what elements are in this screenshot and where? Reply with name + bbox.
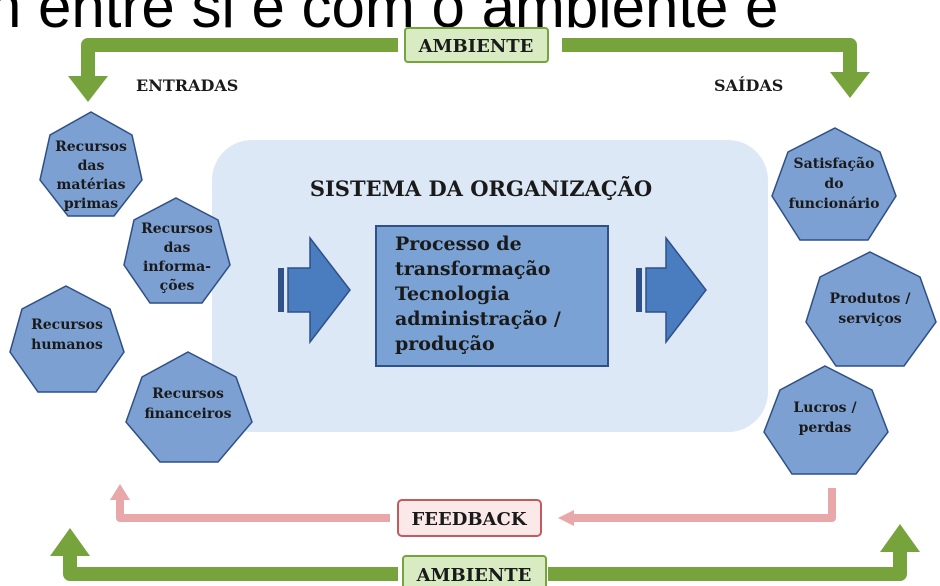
process-line: Tecnologia [395,283,510,305]
top-caption: n entre si e com o ambiente e [0,0,778,40]
input-heptagon-raw-materials: Recursos das matérias primas [39,111,143,217]
process-box [375,225,609,367]
input-label: Recursos [55,139,127,155]
process-text: Processo de transformação Tecnologia adm… [395,233,561,355]
input-label: Recursos [141,221,213,237]
output-label: perdas [799,420,852,436]
output-label: serviços [838,311,901,327]
process-line: administração / [395,308,561,330]
ambient-bottom-arrow [50,524,920,581]
process-line: transformação [395,258,550,280]
feedback-box [397,499,542,537]
feedback-label: FEEDBACK [412,509,528,530]
input-label: das [164,240,191,256]
input-label: humanos [31,337,103,353]
output-label: Lucros / [793,400,857,416]
input-label: Recursos [152,386,224,402]
outputs-heading: SAÍDAS [714,75,783,95]
input-heptagon-information: Recursos das informa- ções [123,197,231,304]
ambient-bottom-box [402,555,547,586]
output-heptagon-satisfaction: Satisfação do funcionário [771,127,897,241]
ambient-top-box [404,27,549,63]
output-label: Produtos / [830,291,912,307]
input-label: Recursos [31,317,103,333]
input-flow-arrow [278,235,351,345]
input-heptagon-human: Recursos humanos [9,285,125,393]
system-title: SISTEMA DA ORGANIZAÇÃO [310,176,652,201]
feedback-arrow [110,484,836,526]
output-heptagon-products: Produtos / serviços [805,251,937,367]
output-label: Satisfação [794,155,875,172]
input-label: financeiros [145,406,232,422]
process-line: produção [395,333,495,355]
ambient-bottom-label: AMBIENTE [416,565,532,586]
input-label: ções [160,277,195,294]
output-flow-arrow [636,235,707,345]
input-label: primas [64,196,118,212]
output-label: do [824,176,843,192]
input-label: matérias [57,177,126,193]
inputs-heading: ENTRADAS [136,76,238,95]
output-label: funcionário [789,196,880,212]
ambient-top-arrow [68,38,870,102]
process-line: Processo de [395,233,522,255]
input-heptagon-financial: Recursos financeiros [125,351,253,463]
output-heptagon-profits: Lucros / perdas [763,365,889,475]
ambient-top-label: AMBIENTE [418,36,534,57]
input-label: das [78,158,105,174]
input-label: informa- [143,259,211,275]
